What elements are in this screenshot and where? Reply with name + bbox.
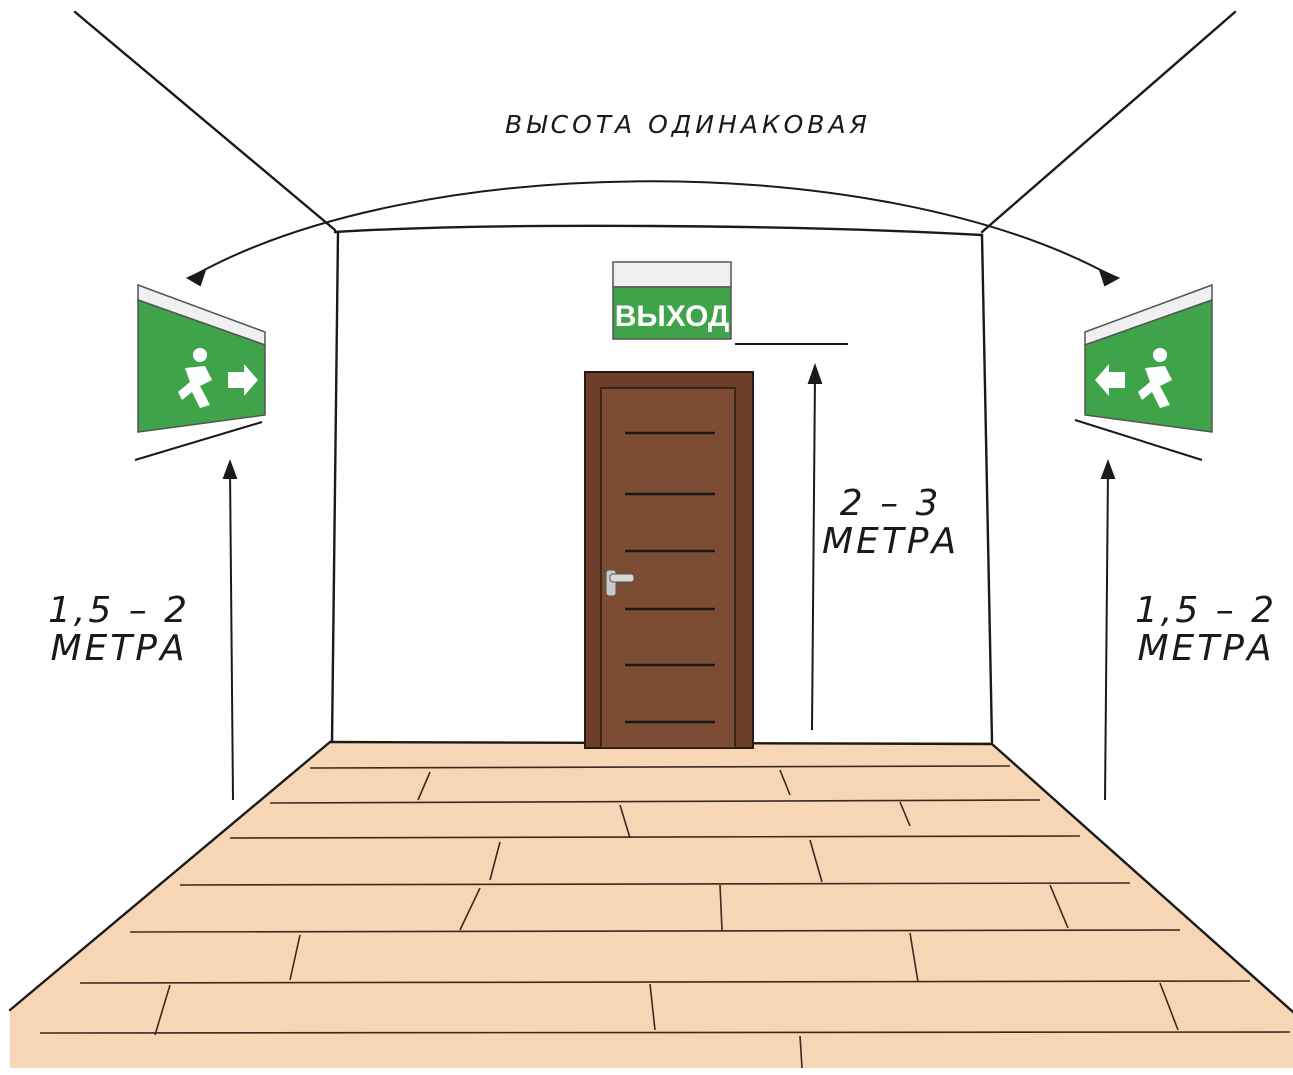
center-height-label: 2 – 3 МЕТРА: [822, 485, 959, 561]
left-exit-sign: [135, 285, 265, 460]
height-arrow-left: [224, 462, 236, 800]
back-wall-right: [982, 235, 992, 742]
center-unit-text: МЕТРА: [822, 523, 959, 561]
exit-sign-text: ВЫХОД: [615, 300, 730, 333]
right-range-text: 1,5 – 2: [1135, 592, 1277, 630]
right-unit-text: МЕТРА: [1135, 630, 1277, 668]
center-exit-sign: ВЫХОД: [613, 262, 848, 344]
height-arrow-right: [1102, 462, 1114, 800]
back-wall-top: [335, 226, 982, 235]
left-range-text: 1,5 – 2: [48, 592, 190, 630]
right-exit-sign: [1075, 285, 1212, 460]
ceiling-edge-left: [75, 12, 335, 230]
right-height-label: 1,5 – 2 МЕТРА: [1135, 592, 1277, 668]
back-wall-left: [332, 232, 338, 742]
floor: [10, 742, 1293, 1068]
height-arrow-center: [809, 366, 821, 730]
same-height-label: ВЫСОТА ОДИНАКОВАЯ: [505, 112, 871, 138]
center-range-text: 2 – 3: [822, 485, 959, 523]
ceiling-edge-right: [982, 12, 1235, 232]
left-unit-text: МЕТРА: [48, 630, 190, 668]
door: [585, 372, 753, 748]
left-height-label: 1,5 – 2 МЕТРА: [48, 592, 190, 668]
